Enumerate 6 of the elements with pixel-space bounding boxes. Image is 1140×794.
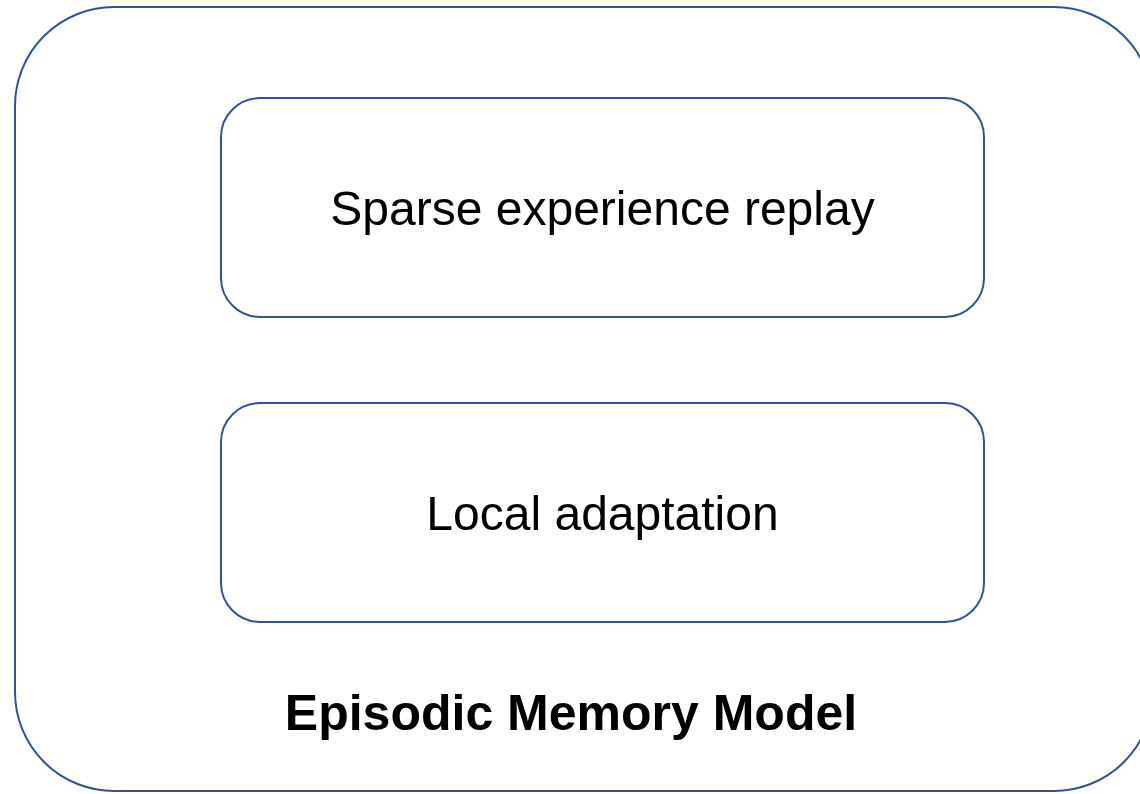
component-box (220, 402, 985, 623)
component-label: Local adaptation (425, 485, 780, 540)
component-label: Sparse experience replay (329, 180, 876, 235)
component-box (220, 97, 985, 318)
container-title: Episodic Memory Model (283, 684, 859, 742)
container-box (14, 6, 1140, 792)
